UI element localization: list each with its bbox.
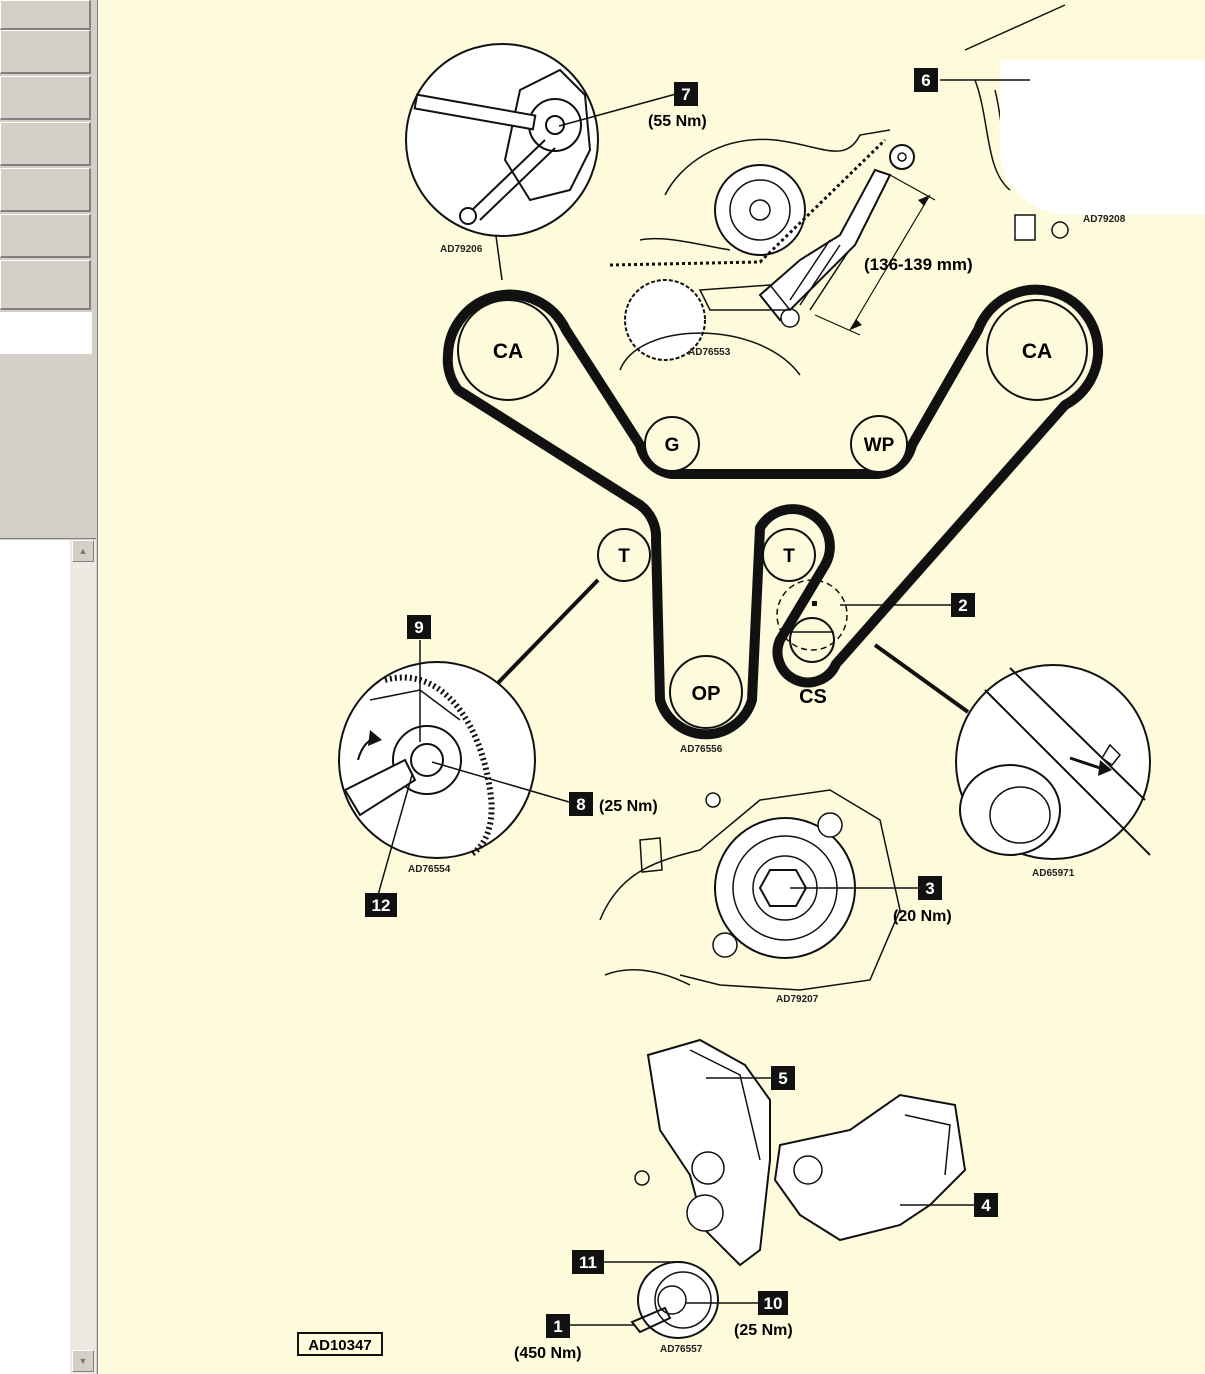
callout-10: 10 (25 Nm) [734,1291,793,1339]
pulley-label-op: OP [692,683,721,705]
sidebar-gap [0,312,92,354]
timing-mark [812,601,817,606]
camshaft-pulley-right: CA [986,299,1088,401]
detail-crankshaft-pulley: AD76557 [630,1261,719,1355]
callout-6: 6 [914,68,938,92]
svg-text:7: 7 [681,85,690,104]
callout-12: 12 [365,893,397,917]
sidebar-button-2[interactable] [0,30,91,74]
timing-belt [442,284,1104,740]
detail-top-right: AD79208 [964,4,1205,241]
water-pump-pulley: WP [850,415,908,473]
guide-pulley: G [644,416,700,472]
camshaft-pulley-left: CA [457,299,559,401]
svg-text:1: 1 [553,1317,562,1336]
svg-text:11: 11 [579,1253,597,1272]
sidebar-button-4[interactable] [0,122,91,166]
detail-tensioner-assembly: (136-139 mm) AD76553 [609,129,973,376]
svg-text:5: 5 [778,1069,787,1088]
list-pane[interactable] [0,540,71,1374]
detail-crankshaft-tool: AD76554 [338,661,536,875]
sidebar-button-7[interactable] [0,260,91,310]
ref-ad65971: AD65971 [1032,868,1075,879]
ref-ad79207: AD79207 [776,994,819,1005]
tensioner-pulley-left: T [597,528,651,582]
svg-text:3: 3 [925,879,934,898]
callout-11: 11 [572,1250,604,1274]
pulley-label-wp: WP [864,435,895,456]
svg-text:2: 2 [958,596,967,615]
ref-ad79208: AD79208 [1083,214,1126,225]
detail-tensioner-bolt: AD79207 [599,789,901,1005]
ref-ad79206: AD79206 [440,244,483,255]
pulley-label-t-left: T [618,546,630,567]
svg-text:12: 12 [372,896,391,915]
ref-ad76557: AD76557 [660,1344,703,1355]
ref-ad76554: AD76554 [408,864,451,875]
detail-timing-mark: AD65971 [873,643,1151,879]
pulley-label-cs: CS [799,686,827,708]
pulley-label-ca-left: CA [493,340,523,363]
callout-8-torque: (25 Nm) [599,798,658,815]
figure-id-text: AD10347 [308,1337,371,1354]
sidebar-button-3[interactable] [0,76,91,120]
ref-ad76556: AD76556 [680,744,723,755]
svg-text:10: 10 [764,1294,783,1313]
detail-circle [776,579,848,651]
sidebar-button-6[interactable] [0,214,91,258]
sidebar-button-5[interactable] [0,168,91,212]
callout-9: 9 [407,615,431,639]
callout-5: 5 [771,1066,795,1090]
callout-8: 8 (25 Nm) [569,792,658,816]
tensioner-measurement: (136-139 mm) [864,255,973,274]
leader-lines [377,79,1030,1326]
callout-10-torque: (25 Nm) [734,1322,793,1339]
callout-4: 4 [974,1193,998,1217]
sidebar-button-1[interactable] [0,0,91,30]
callout-7-torque: (55 Nm) [648,113,707,130]
scroll-down-icon[interactable]: ▼ [72,1350,94,1372]
svg-text:4: 4 [981,1196,991,1215]
pulley-label-g: G [665,435,680,456]
detail-timing-covers [634,1038,967,1267]
crankshaft-sprocket: CS [776,579,848,708]
svg-text:6: 6 [921,71,930,90]
svg-text:9: 9 [414,618,423,637]
callout-2: 2 [951,593,975,617]
callout-7: 7 (55 Nm) [648,82,707,130]
detail-camshaft-tool: AD79206 [405,43,599,281]
figure-id: AD10347 [297,1332,383,1356]
callout-1: 1 (450 Nm) [514,1314,582,1362]
sidebar-panel [0,360,96,539]
oil-pump-pulley: OP [669,655,743,729]
ref-ad76553: AD76553 [688,347,731,358]
pulley-label-t-right: T [783,546,795,567]
callout-1-torque: (450 Nm) [514,1345,582,1362]
scroll-up-icon[interactable]: ▲ [72,540,94,562]
vertical-scrollbar[interactable]: ▲ ▼ [70,540,96,1374]
svg-text:8: 8 [576,795,585,814]
pulley-label-ca-right: CA [1022,340,1052,363]
tensioner-pulley-right: T [762,528,816,582]
callout-3: 3 (20 Nm) [893,876,952,925]
callout-3-torque: (20 Nm) [893,908,952,925]
